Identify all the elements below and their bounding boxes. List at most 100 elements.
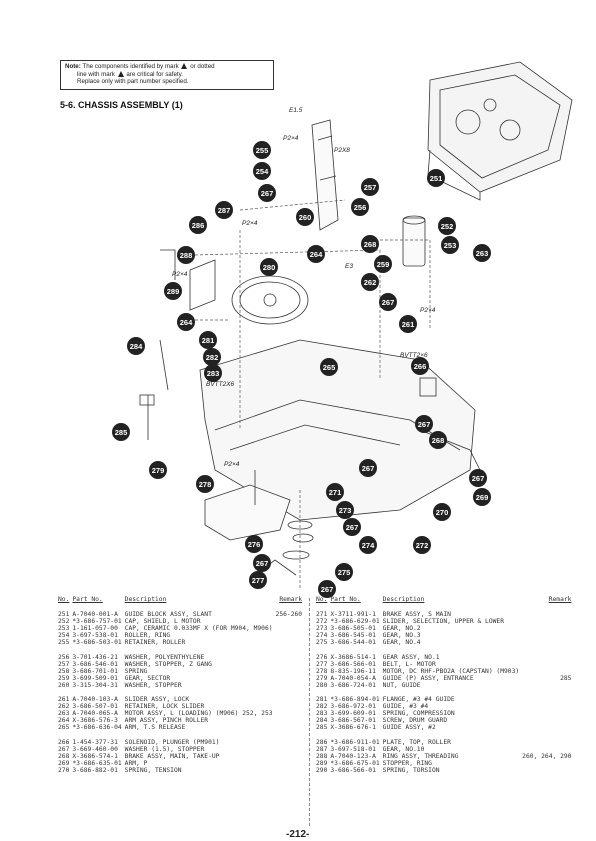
cell-description: WASHER (1.5), STOPPER [124,745,205,753]
leader-lines [194,199,431,590]
cell-description: RETAINER, ROLLER [124,639,186,647]
cell-description: SPRING, TENSION [124,766,182,774]
cell-description: GEAR, NO.3 [382,632,421,640]
callout: 254 [253,162,271,180]
cell-remark [276,668,306,675]
cell-description: CAP, CERAMIC 0.033MF X (FOR M904, M906) [124,625,273,633]
cell-no: 276 [316,653,328,661]
cell-part-no: X-3686-574-1 [72,752,118,760]
svg-text:267: 267 [362,464,375,473]
svg-text:266: 266 [414,362,427,371]
callout: 259 [374,255,392,273]
cell-no: 270 [58,766,70,774]
cell-description: SPRING, COMPRESSION [382,710,455,718]
note-line-3: Replace only with part number specified. [77,78,189,86]
cell-remark [276,689,306,703]
cell-description: NUT, GUIDE [382,681,421,689]
svg-text:263: 263 [476,249,489,258]
callout: 261 [399,315,417,333]
safety-note-box: Note: The components identified by mark … [60,60,274,90]
svg-text:274: 274 [362,541,375,550]
column-divider [309,598,310,826]
callout: 271 [326,483,344,501]
cell-no: 287 [316,745,328,753]
svg-text:269: 269 [476,493,489,502]
cell-no: 283 [316,710,328,718]
callout: 253 [441,236,459,254]
cell-remark [276,753,306,760]
svg-text:267: 267 [321,585,334,594]
cell-no: 260 [58,681,70,689]
cell-no: 272 [316,618,328,626]
callout: 264 [307,245,325,263]
cell-part-no: 1-454-377-31 [72,738,118,746]
cell-remark [522,647,574,661]
svg-text:255: 255 [256,146,269,155]
callout: 278 [196,475,214,493]
svg-text:254: 254 [256,167,269,176]
callout: 275 [335,563,353,581]
screw-label: BVTT2X6 [206,381,235,388]
cell-remark [276,675,306,682]
cell-description: CAP, SHIELD, L MOTOR [124,618,201,626]
cell-no: 266 [58,738,70,746]
cell-no: 275 [316,639,328,647]
callout: 257 [361,178,379,196]
cell-part-no: 3-686-701-01 [72,667,118,675]
cell-remark [276,632,306,639]
cell-description: FLANGE, #3 #4 GUIDE [382,696,455,704]
callout: 265 [320,358,338,376]
cell-no: 254 [58,632,70,640]
cell-no: 263 [58,710,70,718]
callout: 267 [343,518,361,536]
svg-text:267: 267 [256,559,269,568]
cell-part-no: 3-686-567-01 [330,717,376,725]
cell-description: BELT, L- MOTOR [382,660,436,668]
svg-text:253: 253 [444,241,457,250]
callout: 289 [164,282,182,300]
cell-part-no: A-7040-123-A [330,752,376,760]
cell-part-no: 3-686-972-01 [330,703,376,711]
cell-remark [276,746,306,753]
svg-text:264: 264 [180,318,193,327]
callout: 280 [260,258,278,276]
svg-text:267: 267 [261,189,274,198]
mechanism-drawing [139,61,573,576]
cell-part-no: 3-686-507-01 [72,703,118,711]
cell-part-no: *3-686-911-01 [330,738,380,746]
cell-remark [522,682,574,689]
screw-label: P2×4 [283,135,299,142]
table-header-row: No. Part No. Description Remark [58,596,305,611]
cell-remark [522,724,574,731]
cell-remark [276,639,306,646]
cell-description: ARM, T.S RELEASE [124,724,186,732]
cell-part-no: 3-697-518-01 [330,745,376,753]
cell-part-no: 3-669-460-00 [72,745,118,753]
callout: 286 [189,216,207,234]
cell-remark: 260, 264, 290 [522,752,572,760]
svg-text:285: 285 [115,428,128,437]
cell-description: STOPPER, RING [382,759,432,767]
cell-no: 280 [316,681,328,689]
svg-text:251: 251 [430,174,443,183]
cell-description: SLIDER ASSY, LOCK [124,696,190,704]
cell-part-no: 3-686-566-01 [330,766,376,774]
cell-part-no: 3-686-724-01 [330,681,376,689]
cell-part-no: A-7040-054-A [330,674,376,682]
cell-description: WASHER, STOPPER [124,681,182,689]
